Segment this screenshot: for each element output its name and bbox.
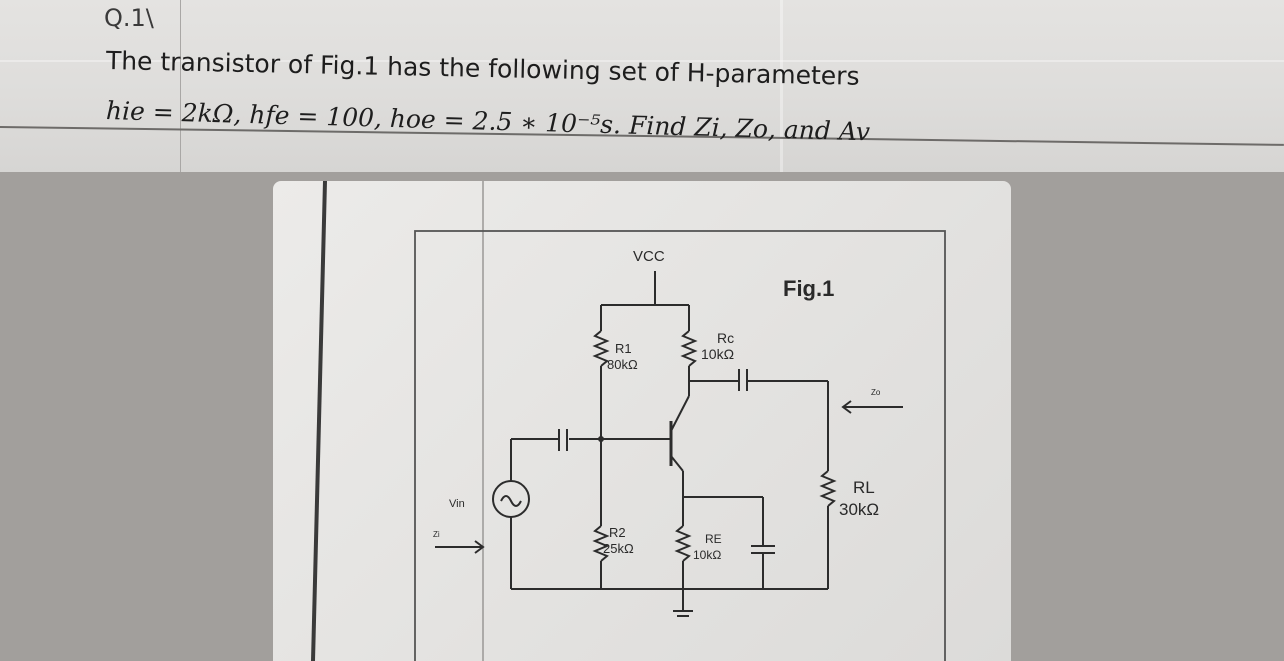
- r1-name: R1: [615, 341, 632, 356]
- ac-source: [492, 480, 530, 518]
- rl-resistor: [819, 470, 837, 507]
- re-resistor: [674, 525, 692, 562]
- figure-paper: VCC Fig.1 R1 80kΩ Rc 10kΩ R2 25kΩ RE 10k…: [273, 181, 1011, 661]
- question-text-line1: The transistor of Fig.1 has the followin…: [105, 46, 860, 91]
- r2-name: R2: [609, 525, 626, 540]
- question-number: Q.1\: [104, 4, 154, 32]
- margin-line: [180, 0, 181, 172]
- zo-label: Zo: [871, 388, 881, 397]
- rc-value: 10kΩ: [701, 346, 734, 362]
- paper-edge-line: [311, 181, 327, 661]
- r2-resistor: [592, 525, 610, 562]
- figure-frame: [414, 230, 946, 661]
- rc-name: Rc: [717, 330, 734, 346]
- rl-value: 30kΩ: [839, 500, 879, 519]
- re-value: 10kΩ: [693, 548, 721, 562]
- re-name: RE: [705, 532, 722, 546]
- r1-resistor: [592, 330, 610, 367]
- rl-name: RL: [853, 478, 875, 497]
- sine-icon: [500, 495, 522, 507]
- question-paper: Q.1\ The transistor of Fig.1 has the fol…: [0, 0, 1284, 172]
- rc-resistor: [680, 330, 698, 367]
- question-text-line2: hie = 2kΩ, hfe = 100, hoe = 2.5 ∗ 10⁻⁵s.…: [105, 96, 871, 147]
- vin-label: Vin: [449, 498, 465, 510]
- r1-value: 80kΩ: [607, 357, 638, 372]
- circuit-diagram: VCC Fig.1 R1 80kΩ Rc 10kΩ R2 25kΩ RE 10k…: [311, 181, 946, 661]
- zi-label: Zi: [433, 530, 440, 539]
- vcc-label: VCC: [633, 248, 665, 265]
- r2-value: 25kΩ: [603, 541, 634, 556]
- figure-title: Fig.1: [783, 276, 834, 301]
